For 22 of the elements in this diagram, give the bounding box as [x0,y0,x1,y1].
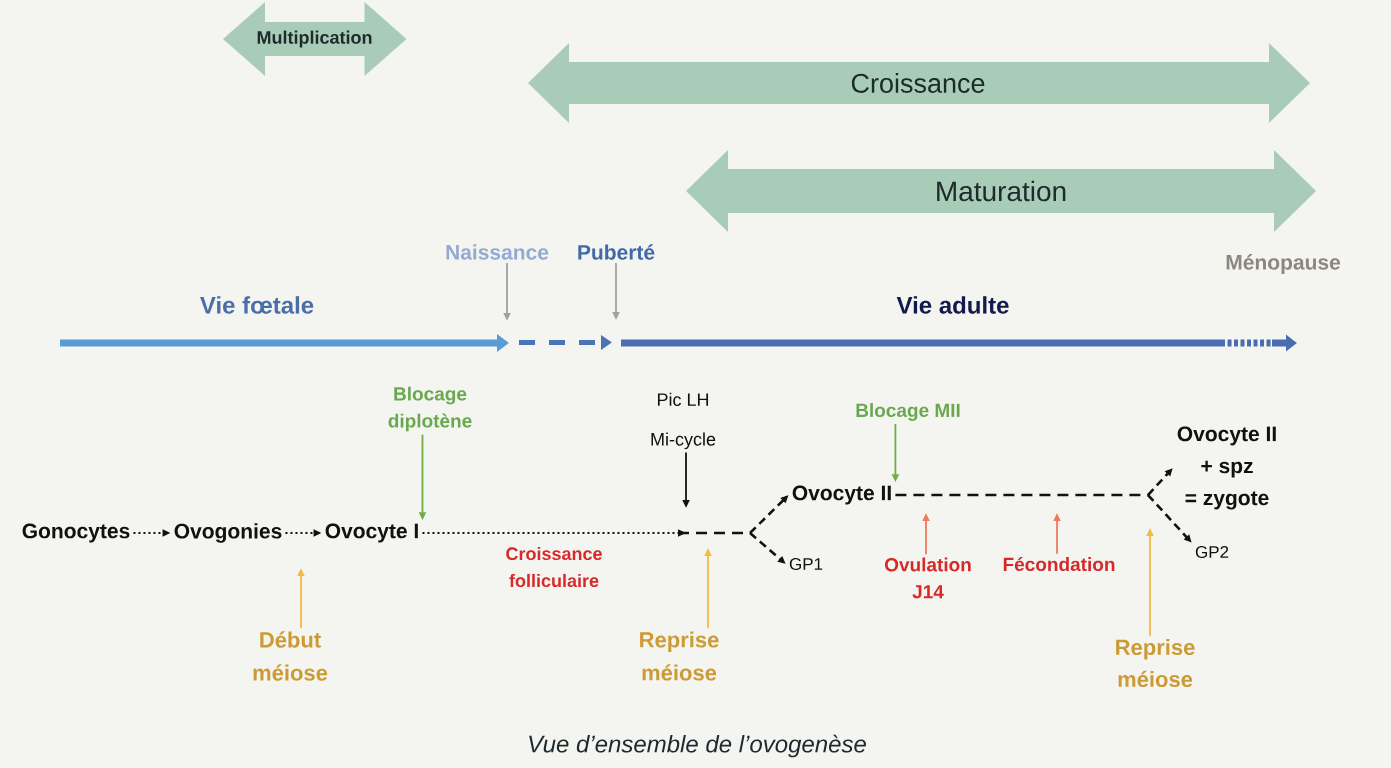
stage-label: Ovocyte I [325,523,418,543]
annotation-label: Reprise méiose [1116,638,1195,688]
period-label: Vie fœtale [200,296,314,314]
annotation-label: Pic LH Mi-cycle [651,392,716,450]
annotation-label: Reprise méiose [640,631,719,681]
stage-label: Gonocytes [22,523,130,543]
phase-label: Croissance folliculaire [506,546,602,588]
period-label: Vie adulte [896,296,1009,314]
event-label: Fécondation [1003,556,1115,572]
stage-label: Ovocyte II [792,485,891,505]
event-label: Naissance [446,244,549,260]
timeline-label: Ménopause [1226,254,1341,274]
caption: Vue d’ensemble de l’ovogenèse [529,734,866,758]
event-label: Puberté [578,244,655,260]
stage-label: GP1 [789,558,823,571]
annotation-label: Blocage diplotène [388,386,472,432]
event-label: Ovulation J14 [885,557,971,599]
annotation-label: Début méiose [253,631,328,681]
annotation-label: Blocage MII [856,403,960,421]
stage-label: Ovocyte II + spz = zygote [1177,426,1276,510]
stage-label: Ovogonies [174,523,282,543]
stage-label: GP2 [1195,546,1229,559]
